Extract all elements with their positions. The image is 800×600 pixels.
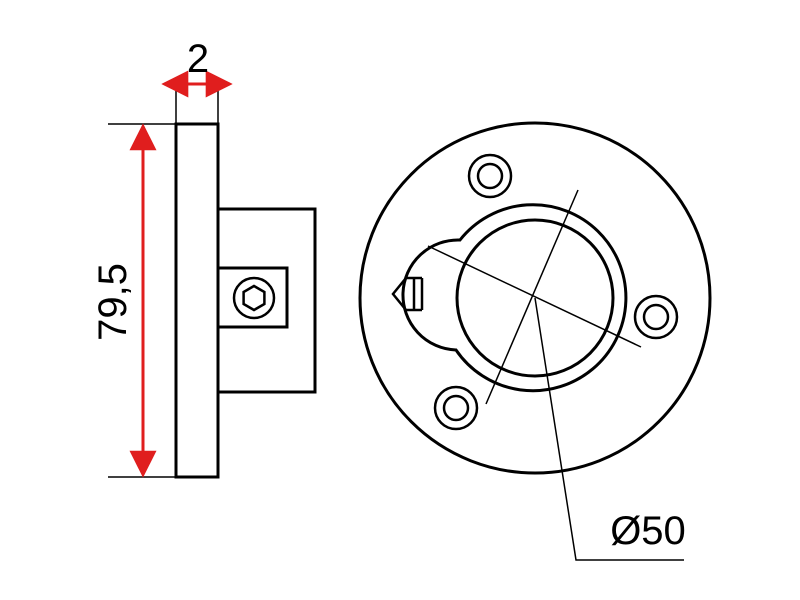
set-screw-boss [216,266,289,329]
thickness-dimension: 2 [161,37,233,124]
diameter-line [485,189,579,405]
mounting-hole-icon [633,294,679,340]
diameter-leader [534,297,684,561]
mounting-hole-icon [433,385,479,431]
tube-socket-body [216,207,317,394]
hex-socket-icon [232,276,276,320]
flange-plate [174,122,220,479]
diameter-label: Ø50 [610,509,686,553]
thickness-label: 2 [187,37,209,81]
diameter-line [427,245,642,348]
side-view [174,122,317,479]
flange-outline [358,121,712,475]
front-view [358,121,712,561]
height-dimension: 79,5 [91,123,176,478]
socket-inner-ring [455,218,615,378]
mounting-hole-icon [467,153,513,199]
set-screw-tip [391,276,424,312]
socket-outer-ring [401,203,628,393]
height-label: 79,5 [91,263,135,341]
